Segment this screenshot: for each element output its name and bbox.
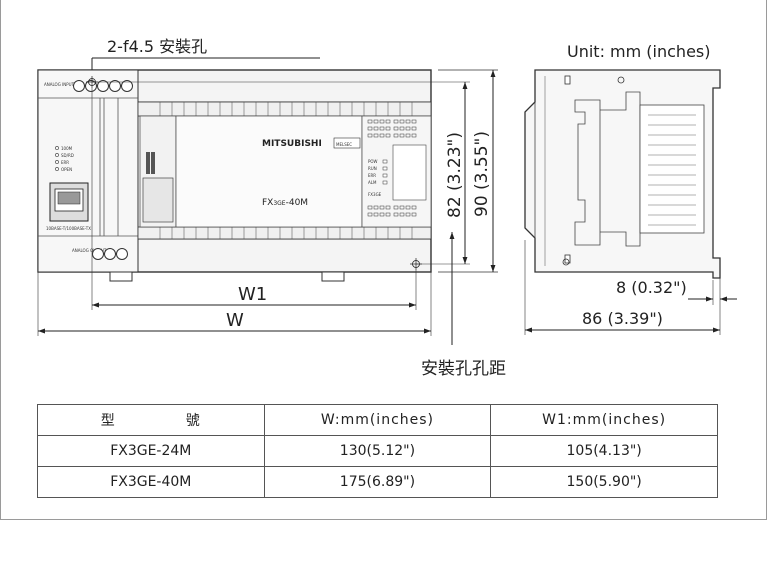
- svg-text:RUN: RUN: [368, 166, 377, 171]
- header-model: 型號: [37, 404, 265, 436]
- hole-pitch-label: 安裝孔孔距: [421, 359, 506, 379]
- unit-label: Unit: mm (inches): [567, 42, 711, 61]
- svg-text:ALM: ALM: [368, 180, 377, 185]
- table-row: FX3GE-24M 130(5.12") 105(4.13"): [37, 435, 718, 467]
- expansion-cover: [392, 144, 427, 201]
- output-terminal-strip: [137, 226, 432, 240]
- cell-w1: 150(5.90"): [490, 466, 718, 498]
- analog-module: [37, 69, 139, 273]
- plc-front-view: ANALOG INPUT 100M SD/RD ERR OPEN 10BASE-…: [37, 69, 432, 282]
- din-foot-right: [321, 271, 345, 282]
- input-terminal-strip: [137, 101, 432, 117]
- dim-w-label: W: [226, 310, 244, 331]
- cell-w: 175(6.89"): [263, 466, 492, 498]
- svg-text:ERR: ERR: [61, 160, 69, 165]
- cell-w1: 105(4.13"): [490, 435, 718, 467]
- svg-text:SD/RD: SD/RD: [61, 153, 74, 158]
- side-dimensions: 8 (0.32") 86 (3.39"): [524, 240, 737, 335]
- side-heatsink: [639, 104, 705, 234]
- dim-82-label: 82 (3.23"): [445, 132, 465, 218]
- center-cover: [175, 115, 363, 228]
- ethernet-status-leds: 100M SD/RD ERR OPEN: [55, 146, 74, 172]
- analog-input-label: ANALOG INPUT: [44, 82, 75, 87]
- fx-label: FX3GE: [368, 192, 382, 197]
- svg-text:POW: POW: [368, 159, 378, 164]
- model-label: FX3GE-40M: [262, 198, 308, 208]
- table-row: FX3GE-40M 175(6.89") 150(5.90"): [37, 466, 718, 498]
- dim-86-label: 86 (3.39"): [582, 309, 663, 328]
- diagram-frame: [0, 0, 767, 520]
- cell-model: FX3GE-24M: [37, 435, 265, 467]
- dim-8-label: 8 (0.32"): [616, 278, 687, 297]
- plc-side-view: [524, 69, 721, 279]
- cell-w: 130(5.12"): [263, 435, 492, 467]
- svg-text:100M: 100M: [61, 146, 73, 151]
- din-foot-left: [109, 271, 133, 282]
- status-leds: POW RUN ERR ALM: [368, 159, 388, 185]
- spec-table-header: 型號 W:mm(inches) W1:mm(inches): [37, 404, 718, 436]
- brand-label: MITSUBISHI: [262, 139, 322, 149]
- header-w: W:mm(inches): [263, 404, 492, 436]
- port-label: 10BASE-T/100BASE-TX: [46, 226, 91, 231]
- front-dimensions: 82 (3.23") 90 (3.55") W1 W 安裝孔孔距: [37, 69, 506, 379]
- svg-text:MELSEC: MELSEC: [336, 142, 352, 147]
- svg-text:ERR: ERR: [368, 173, 376, 178]
- svg-text:OPEN: OPEN: [61, 167, 72, 172]
- spec-table: 型號 W:mm(inches) W1:mm(inches) FX3GE-24M …: [37, 404, 718, 498]
- dimension-drawing: 2-f4.5 安裝孔 Unit: mm (inches) ANALOG INPU…: [37, 37, 737, 379]
- cell-model: FX3GE-40M: [37, 466, 265, 498]
- analog-output-label: ANALOG OUTPUT: [72, 248, 107, 253]
- header-w1: W1:mm(inches): [490, 404, 718, 436]
- series-badge: [333, 137, 361, 149]
- hole-label: 2-f4.5 安裝孔: [107, 37, 207, 56]
- dim-w1-label: W1: [238, 284, 267, 305]
- dim-90-label: 90 (3.55"): [472, 131, 492, 217]
